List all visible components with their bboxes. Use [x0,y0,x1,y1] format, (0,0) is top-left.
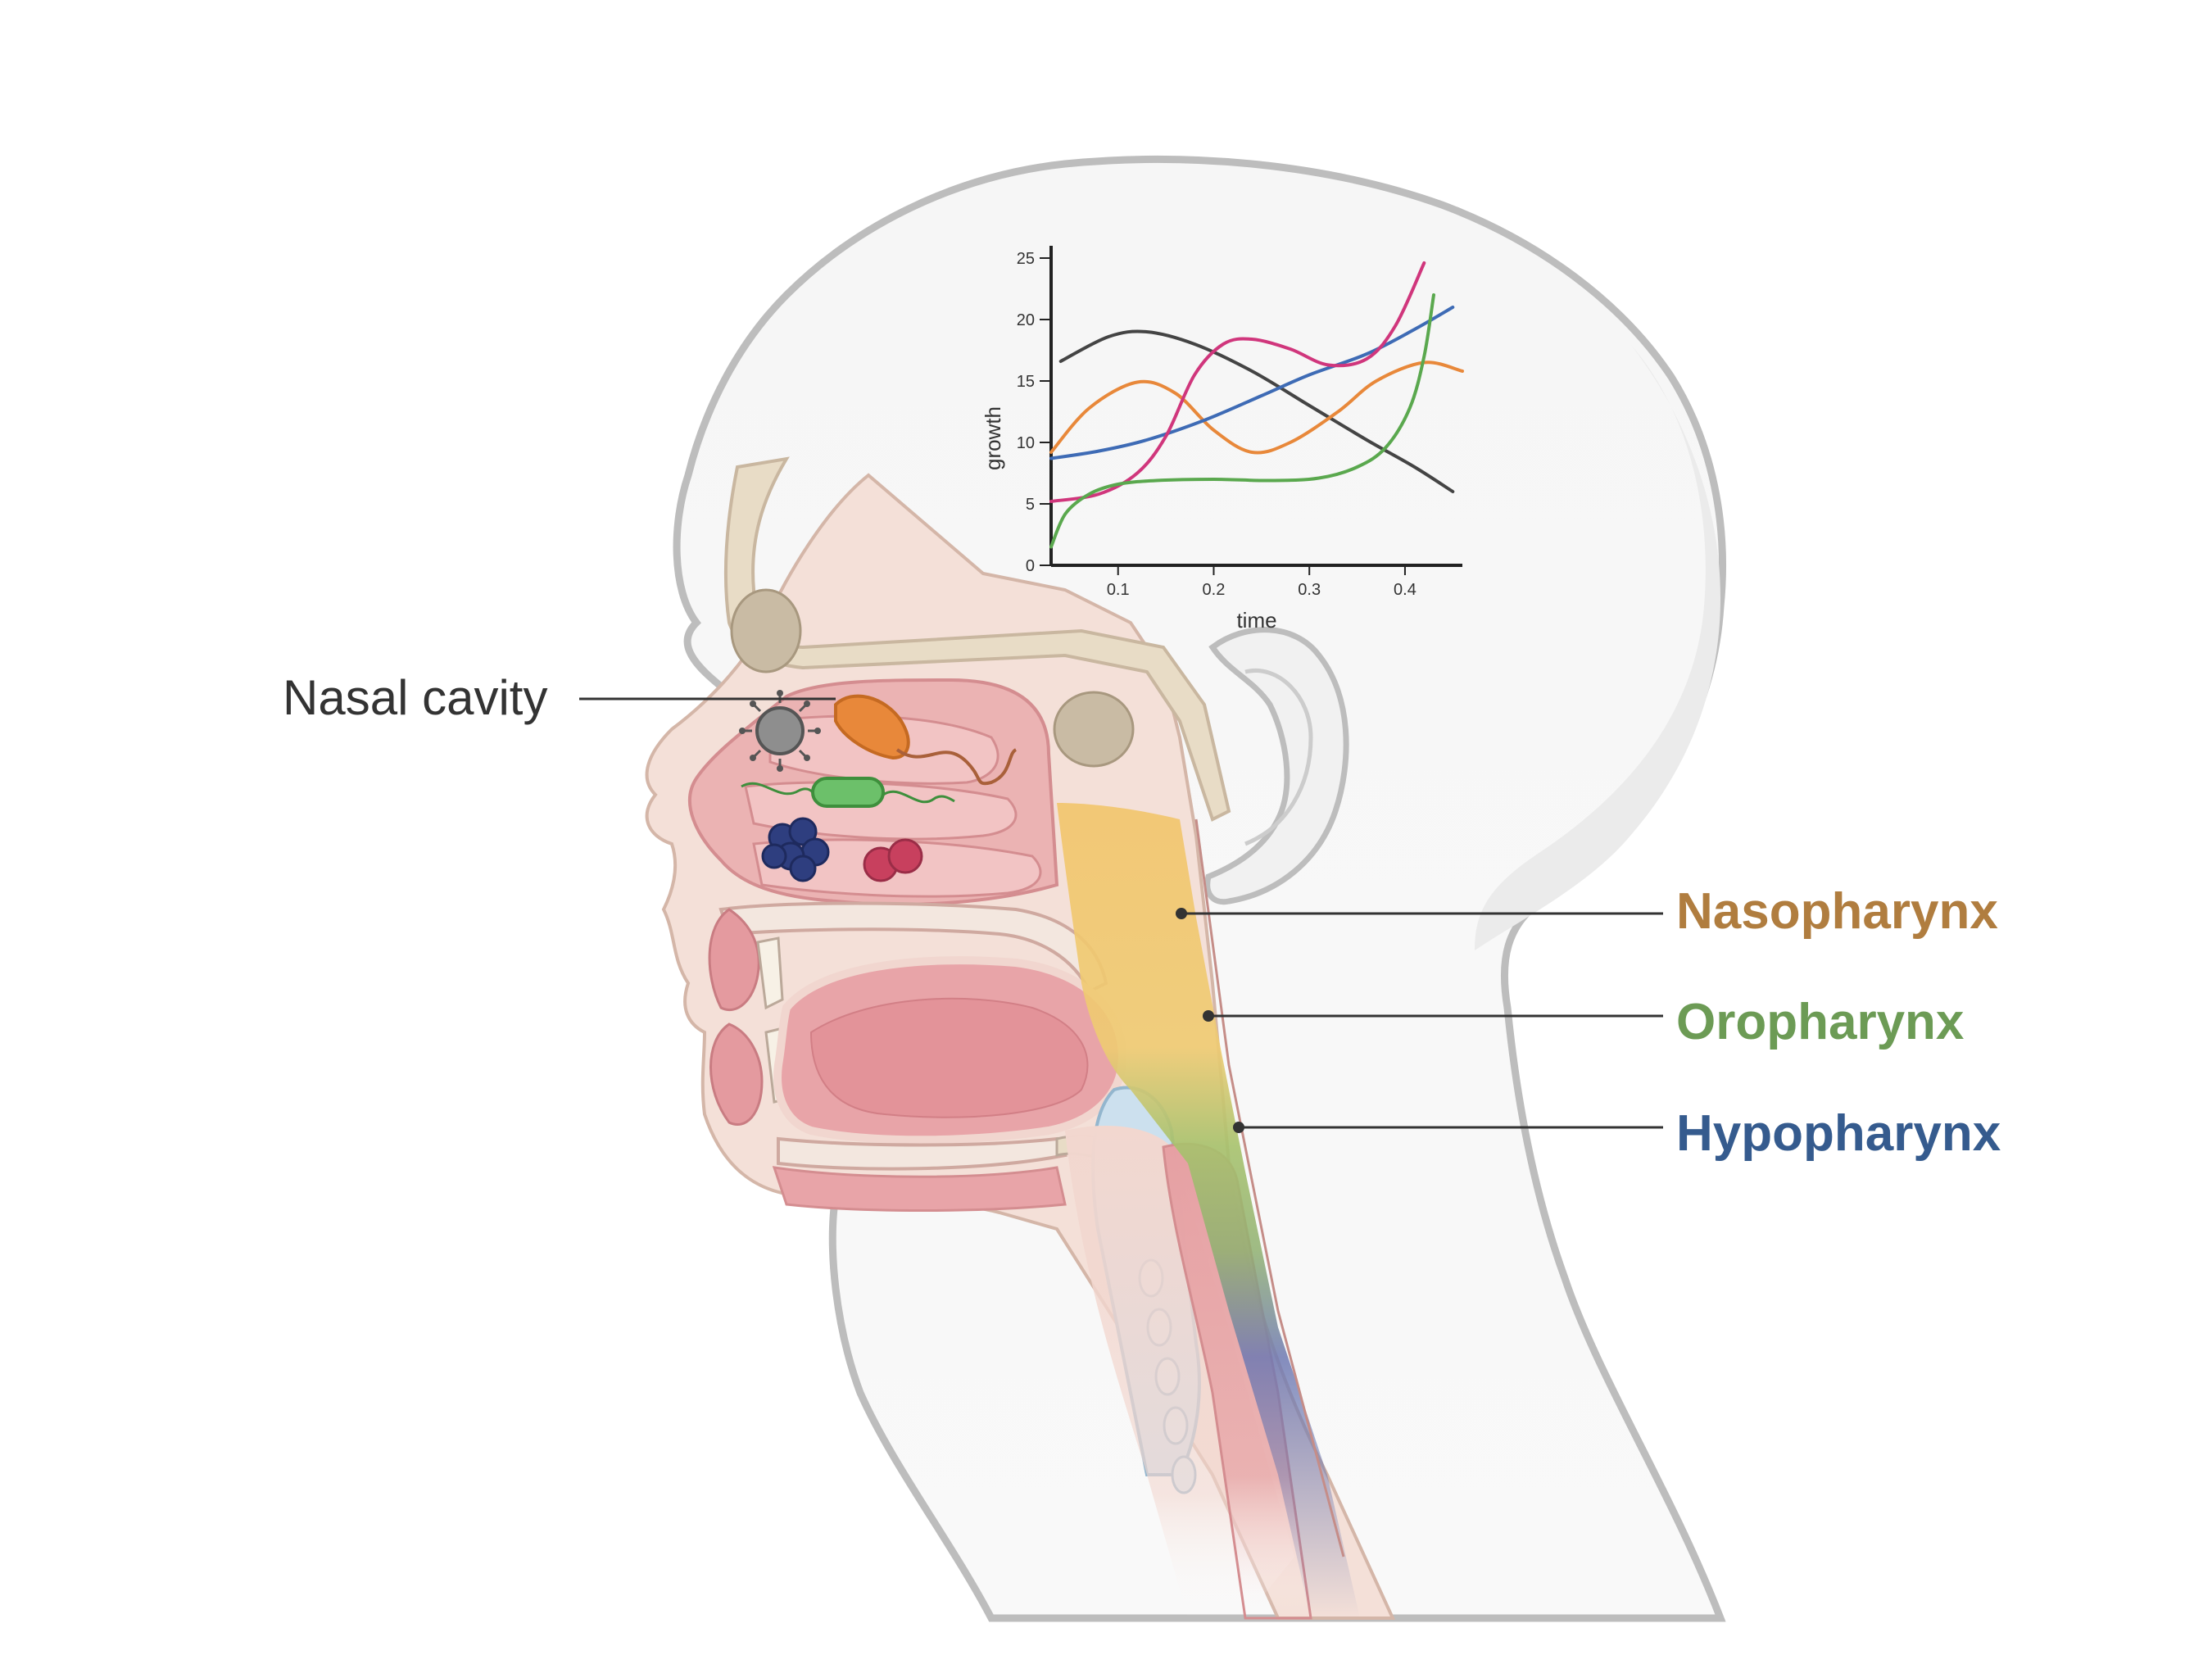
y-tick-label: 0 [1026,557,1035,575]
mandible [777,1136,1067,1171]
frontal-sinus [730,588,802,673]
diplococci-icon [863,838,923,882]
virus-icon [739,690,821,772]
skull-shadow [1475,344,1720,950]
growth-chart: 0 5 10 15 20 25 0.1 0.2 0.3 0.4 time growth [981,246,1464,633]
oropharynx-label: Oropharynx [1676,994,1965,1050]
y-tick-label: 10 [1017,434,1035,452]
upper-lip [708,908,760,1012]
skull-bone [723,456,1231,822]
x-tick-label: 0.1 [1107,581,1130,599]
ear [1204,627,1349,905]
nasal-cavity-label: Nasal cavity [283,670,548,725]
hypopharynx-label: Hypopharynx [1676,1105,2001,1162]
pharynx-band [1057,803,1360,1618]
series-line-5 [1049,293,1435,549]
x-tick-label: 0.4 [1394,581,1416,599]
y-tick-label: 15 [1017,373,1035,391]
y-tick-label: 20 [1017,311,1035,329]
upper-teeth [756,936,784,1010]
nasopharynx-label: Nasopharynx [1676,883,1998,940]
rod-bacterium-icon [741,777,955,808]
series-line-2 [1049,360,1464,455]
series-line-3 [1049,306,1455,460]
ear-inner [1244,669,1313,846]
x-axis-label: time [1236,608,1276,633]
series-line-4 [1049,261,1426,503]
x-tick-label: 0.2 [1203,581,1226,599]
flagellated-bacterium-icon [834,694,1018,786]
cluster-cocci-icon [761,817,830,882]
oropharynx-leader-dot [1203,1010,1214,1022]
x-tick-label: 0.3 [1298,581,1321,599]
jaw-muscle [772,1166,1067,1212]
sphenoid-sinus [1053,691,1135,768]
y-tick-label: 5 [1026,496,1035,514]
spine-outline [1194,818,1345,1558]
y-axis-label: growth [981,406,1005,470]
series-line-1 [1058,329,1455,493]
tongue-muscle [809,997,1089,1118]
lower-lip [709,1022,764,1126]
nasopharynx-leader-dot [1176,908,1187,919]
hypopharynx-leader-dot [1233,1122,1244,1133]
y-tick-label: 25 [1017,250,1035,268]
